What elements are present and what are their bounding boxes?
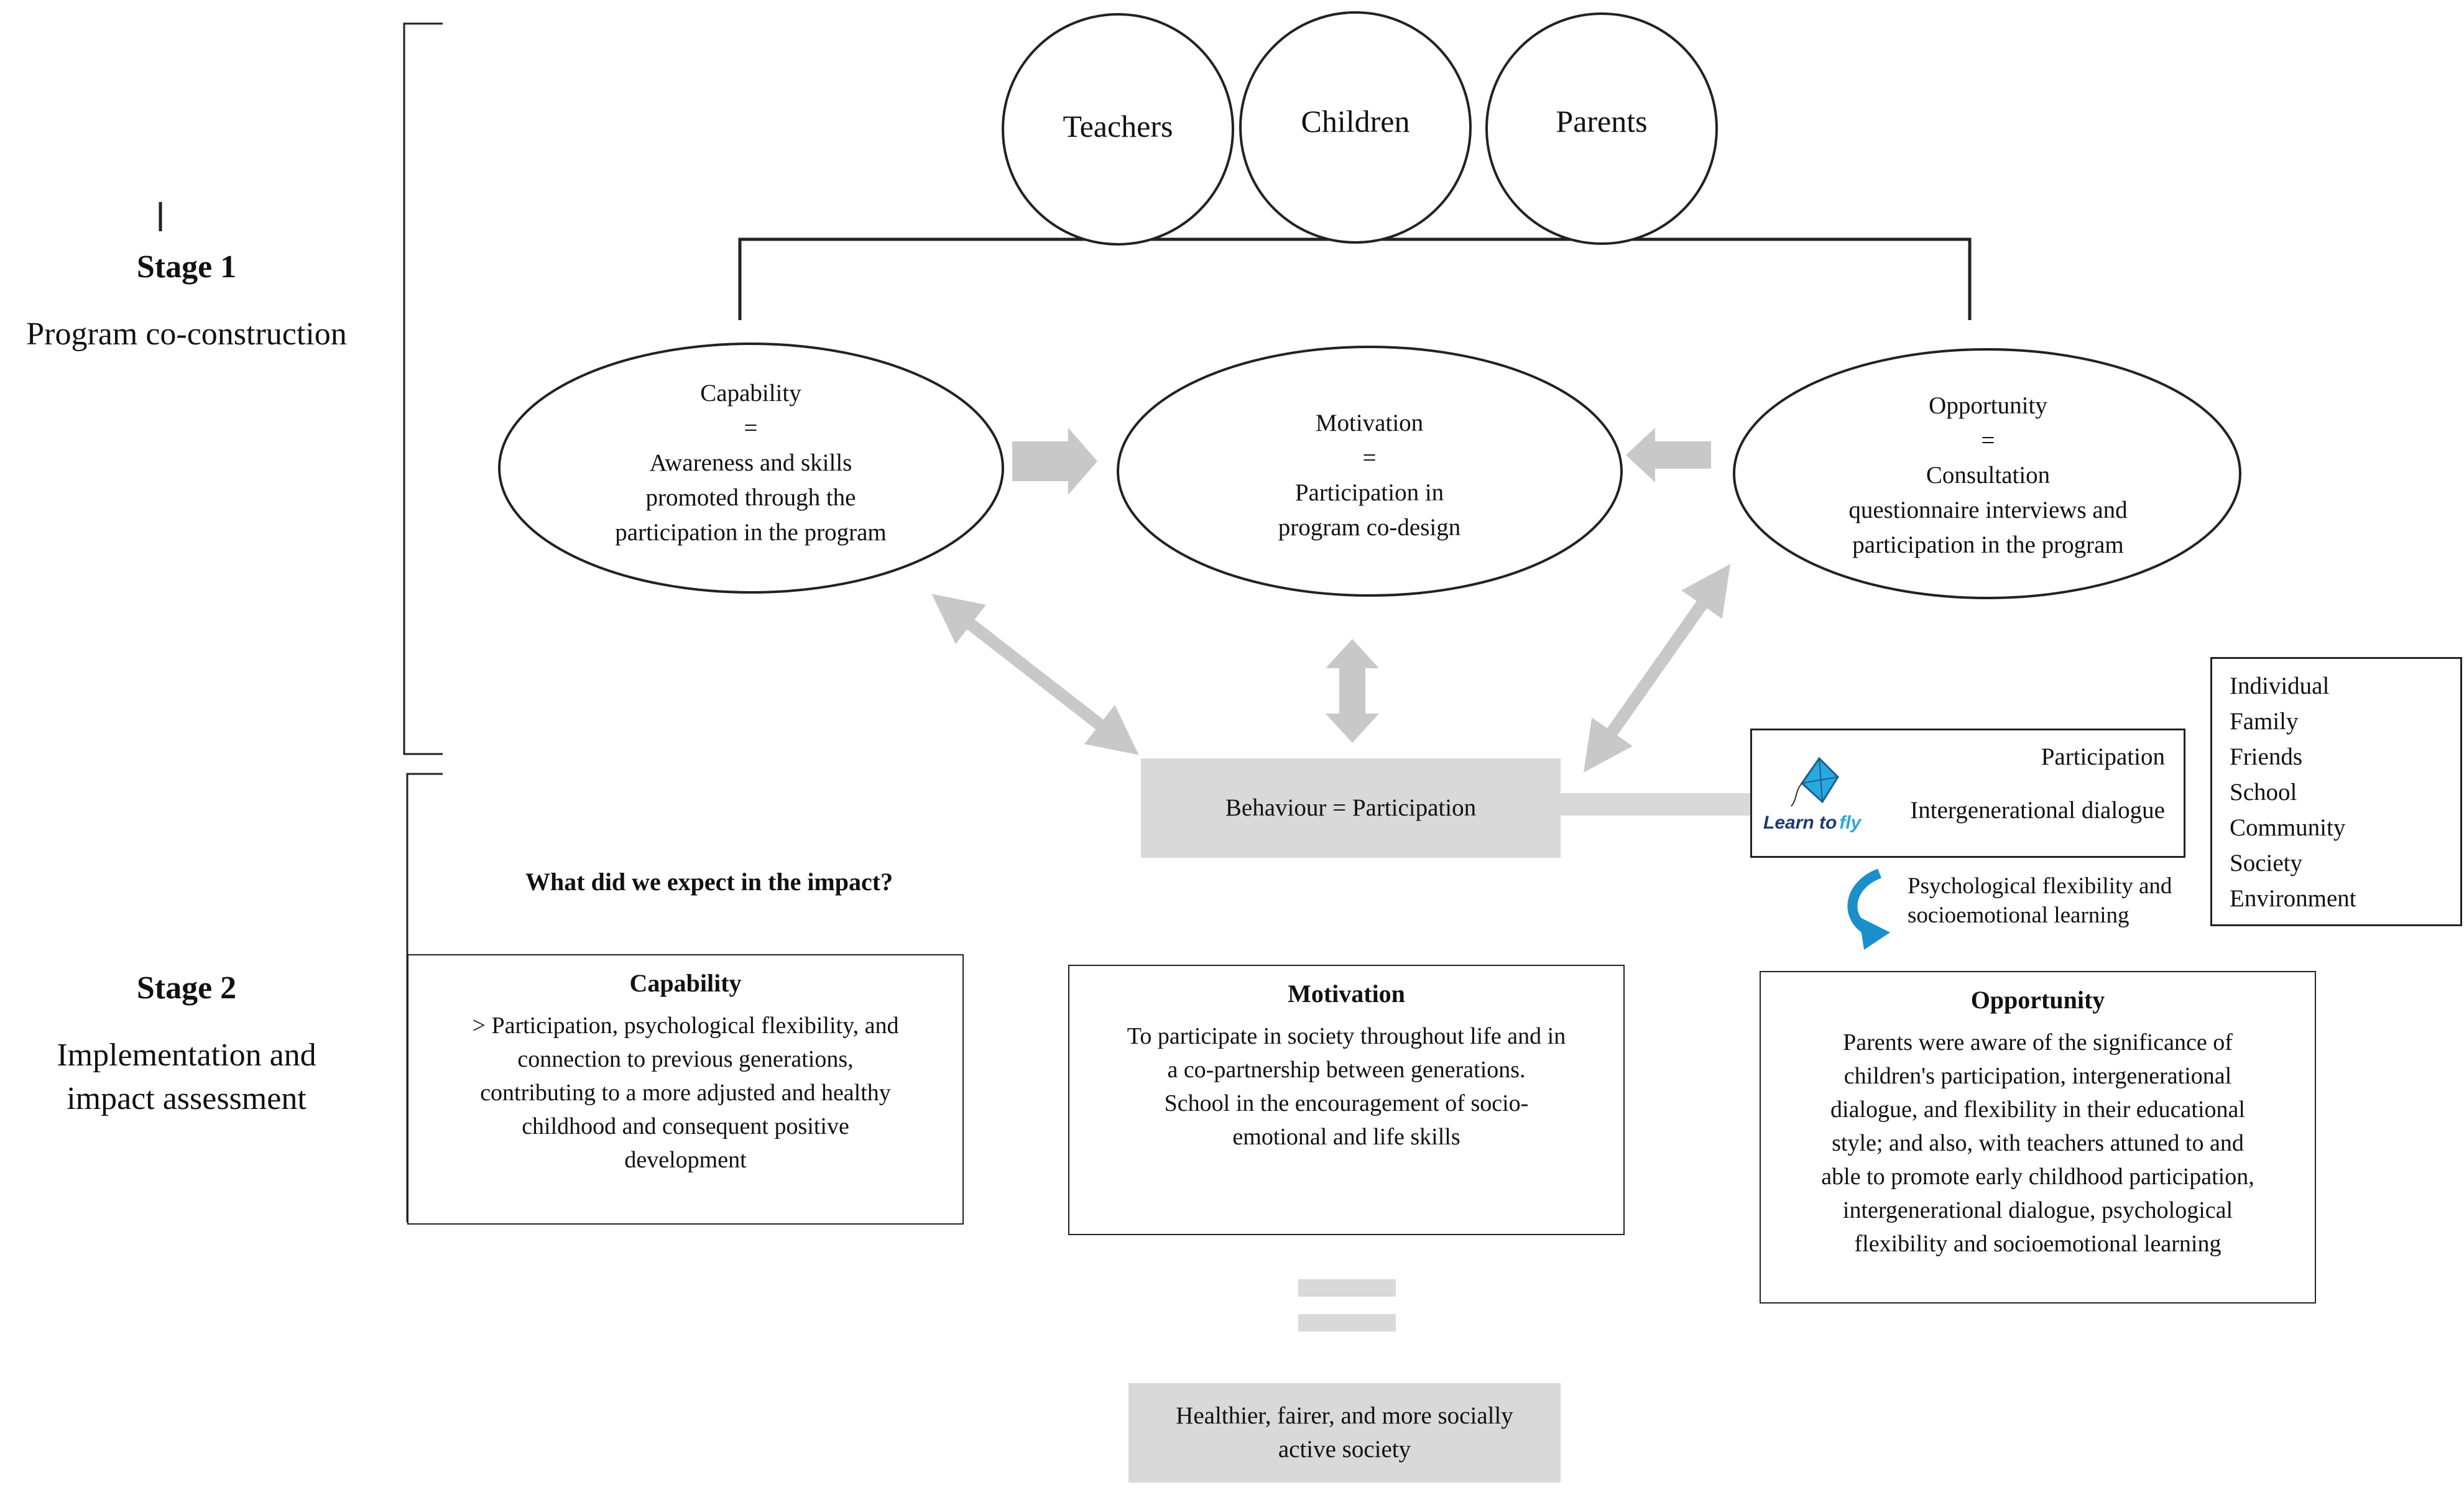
equals-sign-bottom bbox=[1298, 1314, 1396, 1331]
motivation-ellipse-title: Motivation bbox=[1315, 410, 1424, 436]
motivation-ellipse-text: Motivation = Participation in program co… bbox=[1181, 404, 1557, 547]
stage2-title: Stage 2 bbox=[136, 970, 237, 1006]
stage2-subtitle-line1: Implementation and bbox=[57, 1037, 316, 1073]
opportunity-box-line4: style; and also, with teachers attuned t… bbox=[1832, 1130, 2244, 1156]
capability-ellipse bbox=[498, 343, 1004, 594]
opportunity-box-line3: dialogue, and flexibility in their educa… bbox=[1830, 1097, 2245, 1123]
opportunity-ellipse-line3: participation in the program bbox=[1852, 531, 2124, 558]
program-participation-label: Participation bbox=[2041, 743, 2165, 770]
opportunity-box-line6: intergenerational dialogue, psychologica… bbox=[1842, 1197, 2233, 1223]
opportunity-ellipse-equals: = bbox=[1981, 427, 1995, 454]
parents-circle bbox=[1485, 12, 1718, 245]
opportunity-behaviour-arrow bbox=[1583, 564, 1731, 773]
stage2-subtitle-line2: impact assessment bbox=[67, 1081, 307, 1116]
level-environment: Environment bbox=[2230, 885, 2356, 912]
capability-box-line2: connection to previous generations, bbox=[517, 1046, 854, 1072]
program-dialogue-label: Intergenerational dialogue bbox=[1910, 797, 2165, 824]
motivation-box-line1: To participate in society throughout lif… bbox=[1127, 1023, 1566, 1049]
capability-ellipse-equals: = bbox=[744, 415, 758, 441]
motivation-ellipse-equals: = bbox=[1362, 444, 1377, 471]
motivation-box-line2: a co-partnership between generations. bbox=[1167, 1057, 1526, 1083]
logo-text-learn-to: Learn to bbox=[1763, 812, 1837, 833]
level-society: Society bbox=[2230, 850, 2302, 876]
motivation-box-title: Motivation bbox=[1288, 980, 1405, 1008]
program-box: Learn to fly Participation Intergenerati… bbox=[1750, 729, 2185, 858]
teachers-label: Teachers bbox=[1063, 109, 1173, 144]
logo-text-fly: fly bbox=[1839, 812, 1862, 833]
children-label: Children bbox=[1301, 104, 1410, 139]
motivation-ellipse-line2: program co-design bbox=[1278, 514, 1461, 541]
level-school: School bbox=[2230, 779, 2297, 806]
parents-label: Parents bbox=[1556, 104, 1648, 139]
children-circle bbox=[1239, 11, 1472, 244]
motivation-behaviour-arrow bbox=[1326, 639, 1379, 743]
stage1-subtitle: Program co-construction bbox=[26, 316, 347, 352]
behaviour-program-connector bbox=[1561, 793, 1750, 816]
outcome-line1: Healthier, fairer, and more socially bbox=[1176, 1402, 1513, 1429]
opportunity-ellipse-text: Opportunity = Consultation questionnaire… bbox=[1791, 385, 2185, 566]
motivation-box-line3: School in the encouragement of socio- bbox=[1164, 1090, 1529, 1116]
opportunity-to-motivation-arrow bbox=[1626, 428, 1711, 482]
opportunity-ellipse bbox=[1733, 348, 2241, 599]
capability-box-line5: development bbox=[624, 1147, 747, 1173]
opportunity-box-line7: flexibility and socioemotional learning bbox=[1854, 1231, 2222, 1257]
level-individual: Individual bbox=[2230, 673, 2330, 699]
capability-box-title: Capability bbox=[629, 969, 742, 997]
opportunity-box-line2: children's participation, intergeneratio… bbox=[1843, 1063, 2232, 1089]
teachers-circle bbox=[1002, 13, 1234, 246]
opportunity-ellipse-title: Opportunity bbox=[1929, 392, 2047, 419]
capability-ellipse-line2: promoted through the bbox=[645, 484, 856, 511]
opportunity-box: Opportunity Parents were aware of the si… bbox=[1760, 971, 2316, 1304]
kite-icon bbox=[1791, 756, 1839, 807]
capability-box: Capability > Participation, psychologica… bbox=[407, 954, 964, 1225]
flexibility-note: Psychological flexibility and socioemoti… bbox=[1908, 871, 2172, 930]
opportunity-ellipse-line1: Consultation bbox=[1926, 462, 2051, 489]
behaviour-box: Behaviour = Participation bbox=[1141, 758, 1561, 858]
learn-to-fly-logo: Learn to fly bbox=[1763, 755, 1875, 842]
capability-ellipse-title: Capability bbox=[700, 380, 801, 407]
capability-to-motivation-arrow bbox=[1012, 428, 1097, 495]
opportunity-ellipse-line2: questionnaire interviews and bbox=[1848, 497, 2128, 523]
opportunity-box-line1: Parents were aware of the significance o… bbox=[1843, 1029, 2233, 1055]
opportunity-box-line5: able to promote early childhood particip… bbox=[1821, 1164, 2254, 1190]
capability-box-line1: > Participation, psychological flexibili… bbox=[472, 1013, 899, 1039]
curved-arrow-icon bbox=[1847, 868, 1890, 950]
capability-ellipse-text: Capability = Awareness and skills promot… bbox=[560, 373, 942, 553]
capability-behaviour-arrow bbox=[931, 594, 1139, 755]
stage2-subtitle: Implementation and impact assessment bbox=[0, 1034, 373, 1121]
motivation-ellipse bbox=[1117, 346, 1623, 597]
impact-question: What did we expect in the impact? bbox=[525, 868, 893, 896]
capability-ellipse-line3: participation in the program bbox=[615, 519, 887, 546]
stage1-bracket bbox=[403, 22, 443, 755]
flexibility-note-line2: socioemotional learning bbox=[1908, 903, 2129, 928]
level-community: Community bbox=[2230, 814, 2346, 841]
outcome-line2: active society bbox=[1278, 1436, 1411, 1463]
motivation-box: Motivation To participate in society thr… bbox=[1068, 965, 1625, 1235]
flexibility-note-line1: Psychological flexibility and bbox=[1908, 873, 2172, 899]
capability-box-line4: childhood and consequent positive bbox=[522, 1113, 849, 1139]
levels-list: Individual Family Friends School Communi… bbox=[2210, 657, 2462, 926]
equals-sign-top bbox=[1298, 1279, 1396, 1297]
capability-ellipse-line1: Awareness and skills bbox=[649, 449, 852, 476]
actors-connector bbox=[738, 237, 1972, 320]
level-family: Family bbox=[2230, 708, 2299, 735]
level-friends: Friends bbox=[2230, 743, 2302, 770]
stage1-title: Stage 1 bbox=[136, 249, 237, 285]
opportunity-box-title: Opportunity bbox=[1970, 986, 2105, 1014]
outcome-box: Healthier, fairer, and more socially act… bbox=[1128, 1383, 1561, 1483]
motivation-ellipse-line1: Participation in bbox=[1294, 479, 1444, 506]
motivation-box-line4: emotional and life skills bbox=[1232, 1124, 1460, 1150]
behaviour-label: Behaviour = Participation bbox=[1225, 794, 1477, 821]
capability-box-line3: contributing to a more adjusted and heal… bbox=[480, 1080, 891, 1106]
